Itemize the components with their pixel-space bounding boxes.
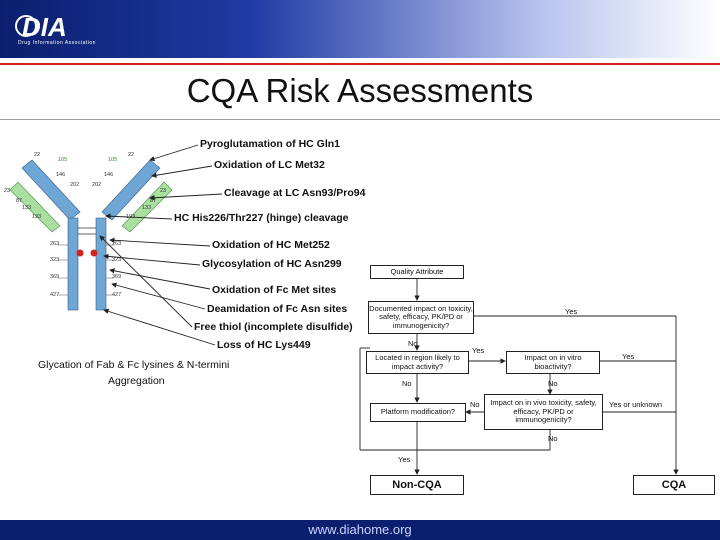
right-heavy-chain-fab: [101, 159, 161, 221]
edge-label-yes: Yes: [622, 352, 635, 361]
residue-label: 22: [128, 152, 135, 158]
footer-url[interactable]: www.diahome.org: [308, 522, 412, 537]
flow-question-platform: Platform modification?: [370, 403, 466, 422]
left-fc-stem: [67, 217, 79, 311]
edge-label-no: No: [402, 379, 412, 388]
flow-question-invitro: Impact on in vitro bioactivity?: [506, 351, 600, 374]
annotation-free-thiol: Free thiol (incomplete disulfide): [194, 321, 353, 333]
residue-label: 87: [150, 198, 157, 204]
logo-text: DIA: [22, 12, 67, 42]
residue-label: 427: [112, 292, 122, 298]
left-heavy-chain-fab: [21, 159, 81, 221]
residue-label: 105: [58, 157, 68, 163]
residue-label: 105: [108, 157, 118, 163]
residue-label: 133: [142, 205, 152, 211]
residue-label: 146: [104, 172, 114, 178]
residue-label: 323: [50, 257, 60, 263]
edge-label-yes-or-unknown: Yes or unknown: [609, 400, 663, 409]
residue-label: 263: [112, 241, 122, 247]
residue-label: 323: [112, 257, 122, 263]
glycan-site-left: [76, 249, 84, 257]
right-fc-stem: [95, 217, 107, 311]
dia-logo-icon: DIA: [15, 12, 67, 42]
edge-label-yes: Yes: [472, 346, 485, 355]
footer-bar: www.diahome.org: [0, 520, 720, 540]
residue-label: 427: [50, 292, 60, 298]
title-rule: [0, 119, 720, 120]
residue-label: 23: [160, 188, 167, 194]
right-light-chain: [121, 181, 173, 233]
residue-label: 202: [92, 182, 102, 188]
header-divider: [0, 63, 720, 65]
annotation-loss-lys449: Loss of HC Lys449: [217, 339, 311, 351]
header-banner: DIA Drug Information Association: [0, 0, 720, 58]
annotation-hinge-cleavage: HC His226/Thr227 (hinge) cleavage: [174, 212, 349, 224]
flow-outcome-cqa: CQA: [633, 475, 715, 495]
flow-question-invivo: Impact on in vivo toxicity, safety, effi…: [484, 394, 603, 430]
residue-label: 22: [34, 152, 41, 158]
residue-label: 23: [4, 188, 11, 194]
residue-label: 193: [32, 214, 42, 220]
residue-label: 263: [50, 241, 60, 247]
annotation-glycosylation: Glycosylation of HC Asn299: [202, 258, 342, 270]
flow-question-region: Located in region likely to impact activ…: [366, 351, 469, 374]
flow-quality-attribute: Quality Attribute: [370, 265, 464, 279]
residue-label: 146: [56, 172, 66, 178]
residue-label: 202: [70, 182, 80, 188]
annotation-glycation: Glycation of Fab & Fc lysines & N-termin…: [38, 359, 230, 371]
annotation-pyroglutamation: Pyroglutamation of HC Gln1: [200, 138, 341, 150]
edge-label-no: No: [470, 400, 480, 409]
left-light-chain: [9, 181, 61, 233]
page-title: CQA Risk Assessments: [186, 72, 534, 109]
edge-label-yes: Yes: [565, 307, 578, 316]
glycan-site-right: [90, 249, 98, 257]
edge-label-no: No: [408, 339, 418, 348]
annotation-oxidation-fc-met: Oxidation of Fc Met sites: [212, 284, 337, 296]
annotation-aggregation: Aggregation: [108, 375, 165, 387]
residue-label: 87: [16, 198, 23, 204]
edge-label-yes: Yes: [398, 455, 411, 464]
annotation-cleavage-lc: Cleavage at LC Asn93/Pro94: [224, 187, 366, 199]
residue-label: 369: [112, 274, 122, 280]
edge-label-no: No: [548, 434, 558, 443]
annotation-oxidation-lc-met32: Oxidation of LC Met32: [214, 159, 325, 171]
flow-question-documented-impact: Documented impact on toxicity, safety, e…: [368, 301, 474, 334]
edge-label-no: No: [548, 379, 558, 388]
residue-label: 133: [22, 205, 32, 211]
annotation-deamidation: Deamidation of Fc Asn sites: [207, 303, 348, 315]
flow-outcome-non-cqa: Non-CQA: [370, 475, 464, 495]
annotation-oxidation-hc-met252: Oxidation of HC Met252: [212, 239, 330, 251]
organization-name: Drug Information Association: [18, 40, 96, 46]
residue-label: 369: [50, 274, 60, 280]
residue-label: 193: [126, 214, 136, 220]
